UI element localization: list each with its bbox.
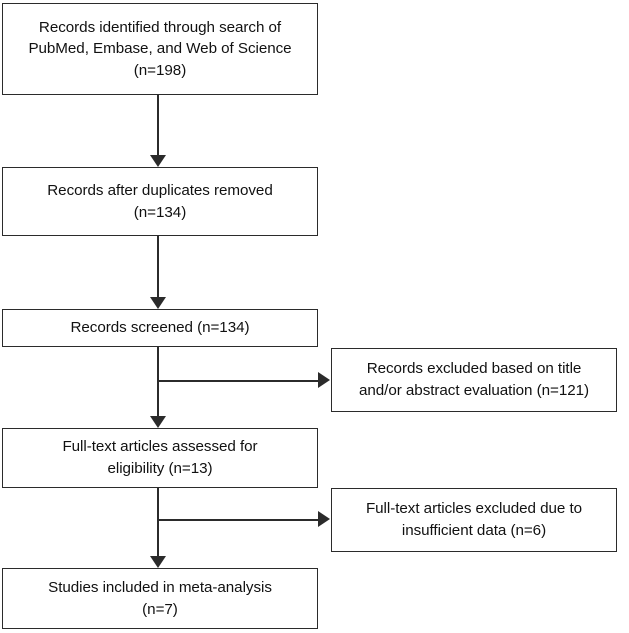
- node-records-excluded-title-abstract: Records excluded based on title and/or a…: [331, 348, 617, 412]
- connector-fulltext-to-included-arrowhead: [150, 556, 166, 568]
- node-fulltext-articles-assessed: Full-text articles assessed for eligibil…: [2, 428, 318, 488]
- node-records-screened: Records screened (n=134): [2, 309, 318, 347]
- node-studies-included: Studies included in meta-analysis (n=7): [2, 568, 318, 629]
- connector-identified-to-duplicates-line: [157, 94, 160, 156]
- connector-fulltext-to-excluded-data-arrowhead: [318, 511, 330, 527]
- connector-screened-to-excluded-title-line: [159, 380, 319, 383]
- node-records-after-duplicates-removed: Records after duplicates removed (n=134): [2, 167, 318, 236]
- connector-screened-to-fulltext-line: [157, 346, 160, 417]
- node-records-identified: Records identified through search of Pub…: [2, 3, 318, 95]
- connector-fulltext-to-included-line: [157, 487, 160, 557]
- connector-duplicates-to-screened-line: [157, 235, 160, 298]
- node-fulltext-excluded-insufficient-data: Full-text articles excluded due to insuf…: [331, 488, 617, 552]
- connector-fulltext-to-excluded-data-line: [159, 519, 319, 522]
- connector-duplicates-to-screened-arrowhead: [150, 297, 166, 309]
- connector-screened-to-fulltext-arrowhead: [150, 416, 166, 428]
- connector-screened-to-excluded-title-arrowhead: [318, 372, 330, 388]
- connector-identified-to-duplicates-arrowhead: [150, 155, 166, 167]
